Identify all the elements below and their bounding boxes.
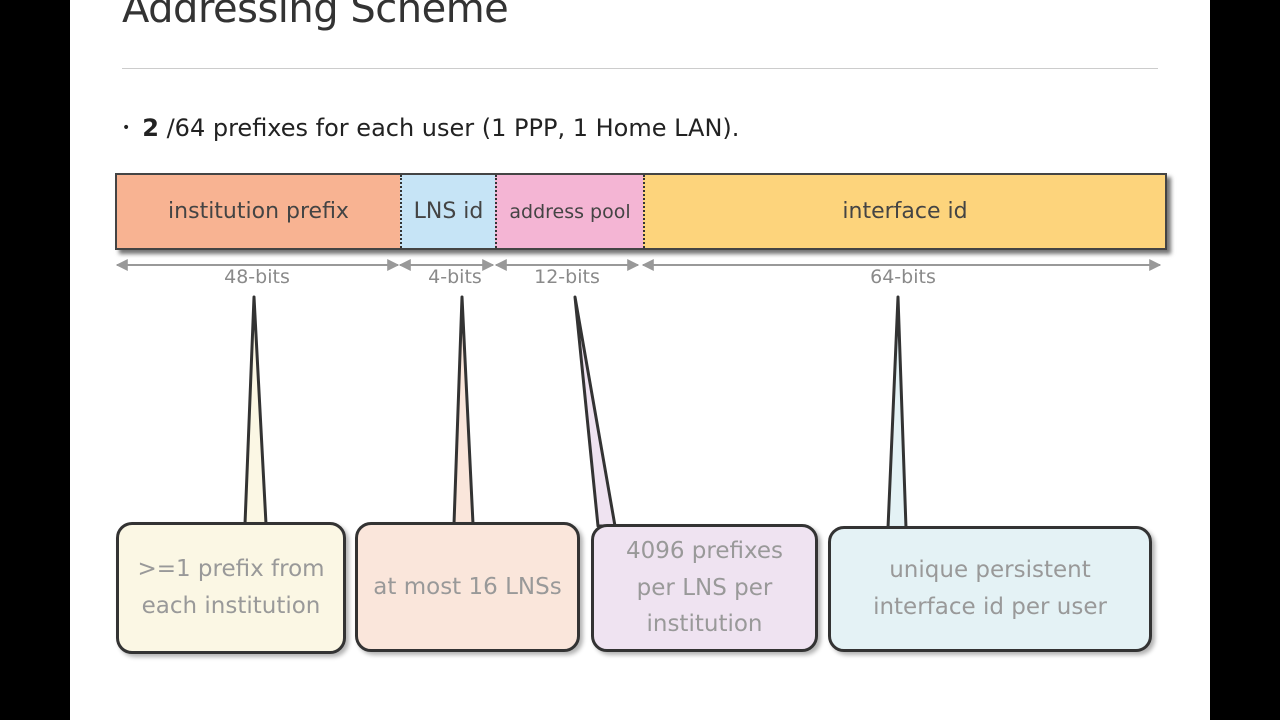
callout-lns: at most 16 LNSs [355,522,580,652]
title-divider [122,68,1158,69]
callout-interface: unique persistent interface id per user [828,526,1152,652]
callout-address-pool: 4096 prefixes per LNS per institution [591,524,818,652]
callout-pointer-institution [243,295,268,526]
callout-text: >=1 prefix from each institution [137,556,325,619]
segment-label: address pool [509,200,631,223]
bits-label-interface: 64-bits [870,266,936,288]
bullet-point: • 2 /64 prefixes for each user (1 PPP, 1 … [122,114,739,142]
segment-label: LNS id [413,199,484,224]
segment-label: institution prefix [168,199,349,224]
callout-institution: >=1 prefix from each institution [116,522,346,654]
segment-interface-id: interface id [643,175,1165,248]
slide: Addressing Scheme • 2 /64 prefixes for ea… [70,0,1210,720]
segment-institution-prefix: institution prefix [117,175,400,248]
segment-address-pool: address pool [495,175,643,248]
callout-pointer-pool [573,295,617,528]
bits-label-lns: 4-bits [428,266,482,288]
bits-label-pool: 12-bits [534,266,600,288]
segment-label: interface id [842,199,968,224]
segment-lns-id: LNS id [400,175,495,248]
address-bar: institution prefix LNS id address pool i… [115,173,1167,250]
callout-pointer-lns [452,295,475,526]
callout-text: 4096 prefixes per LNS per institution [625,537,784,638]
bits-label-institution: 48-bits [224,266,290,288]
callout-text: at most 16 LNSs [373,573,562,600]
slide-title: Addressing Scheme [122,0,509,32]
bullet-icon: • [122,120,131,136]
bullet-text: /64 prefixes for each user (1 PPP, 1 Hom… [158,114,740,142]
callout-text: unique persistent interface id per user [873,557,1107,620]
bullet-bold-count: 2 [142,114,159,142]
callout-pointer-interface [886,295,908,530]
